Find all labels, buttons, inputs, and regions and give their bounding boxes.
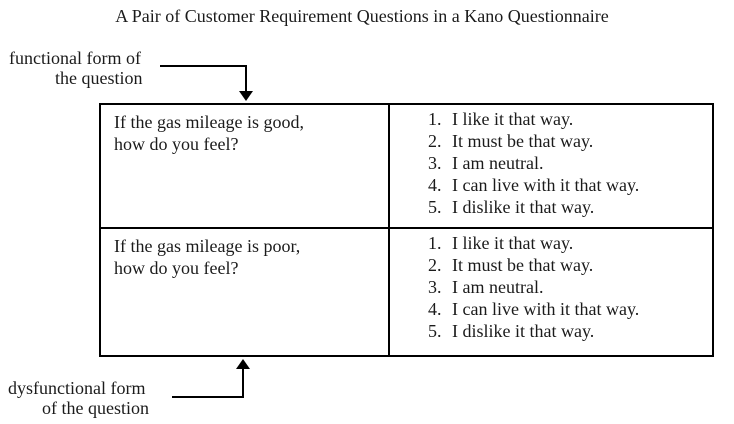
option-number: 2. — [428, 131, 442, 151]
dysfunctional-form-label: dysfunctional form of the question — [8, 378, 178, 418]
option-text: I like it that way. — [452, 233, 574, 253]
functional-form-label-line2: the question — [55, 68, 143, 88]
options-cell: 1. I like it that way. 2. It must be that … — [390, 105, 712, 229]
list-item: 2. It must be that way. — [428, 130, 708, 152]
option-number: 5. — [428, 321, 442, 341]
functional-form-label: functional form of the question — [9, 48, 169, 88]
option-text: It must be that way. — [452, 131, 594, 151]
option-text: I am neutral. — [452, 153, 544, 173]
option-number: 3. — [428, 153, 442, 173]
list-item: 3. I am neutral. — [428, 276, 708, 298]
dysfunctional-form-label-line2: of the question — [42, 398, 149, 418]
list-item: 4. I can live with it that way. — [428, 174, 708, 196]
list-item: 1. I like it that way. — [428, 108, 708, 130]
list-item: 1. I like it that way. — [428, 232, 708, 254]
question-line: If the gas mileage is poor, — [114, 236, 301, 256]
option-number: 1. — [428, 233, 442, 253]
functional-arrow — [160, 65, 253, 101]
list-item: 2. It must be that way. — [428, 254, 708, 276]
option-number: 4. — [428, 175, 442, 195]
arrow-up-icon — [236, 359, 250, 369]
list-item: 4. I can live with it that way. — [428, 298, 708, 320]
response-options-list: 1. I like it that way. 2. It must be that … — [428, 232, 708, 342]
functional-form-label-line1: functional form of — [9, 48, 141, 68]
response-options-list: 1. I like it that way. 2. It must be that … — [428, 108, 708, 218]
option-number: 2. — [428, 255, 442, 275]
option-text: I dislike it that way. — [452, 321, 595, 341]
dysfunctional-form-label-line1: dysfunctional form — [8, 378, 146, 398]
option-number: 4. — [428, 299, 442, 319]
question-line: If the gas mileage is good, — [114, 112, 304, 132]
question-cell: If the gas mileage is good, how do you f… — [101, 105, 390, 229]
kano-question-table: If the gas mileage is good, how do you f… — [99, 103, 714, 357]
option-number: 1. — [428, 109, 442, 129]
option-number: 5. — [428, 197, 442, 217]
arrow-down-icon — [239, 91, 253, 101]
option-number: 3. — [428, 277, 442, 297]
question-cell: If the gas mileage is poor, how do you f… — [101, 229, 390, 355]
question-line: how do you feel? — [114, 134, 239, 154]
question-line: how do you feel? — [114, 258, 239, 278]
option-text: I like it that way. — [452, 109, 574, 129]
options-cell: 1. I like it that way. 2. It must be that … — [390, 229, 712, 355]
list-item: 5. I dislike it that way. — [428, 196, 708, 218]
option-text: I dislike it that way. — [452, 197, 595, 217]
list-item: 3. I am neutral. — [428, 152, 708, 174]
figure-title: A Pair of Customer Requirement Questions… — [115, 6, 609, 26]
list-item: 5. I dislike it that way. — [428, 320, 708, 342]
option-text: I can live with it that way. — [452, 299, 640, 319]
option-text: I can live with it that way. — [452, 175, 640, 195]
option-text: It must be that way. — [452, 255, 594, 275]
option-text: I am neutral. — [452, 277, 544, 297]
dysfunctional-arrow — [172, 359, 250, 398]
